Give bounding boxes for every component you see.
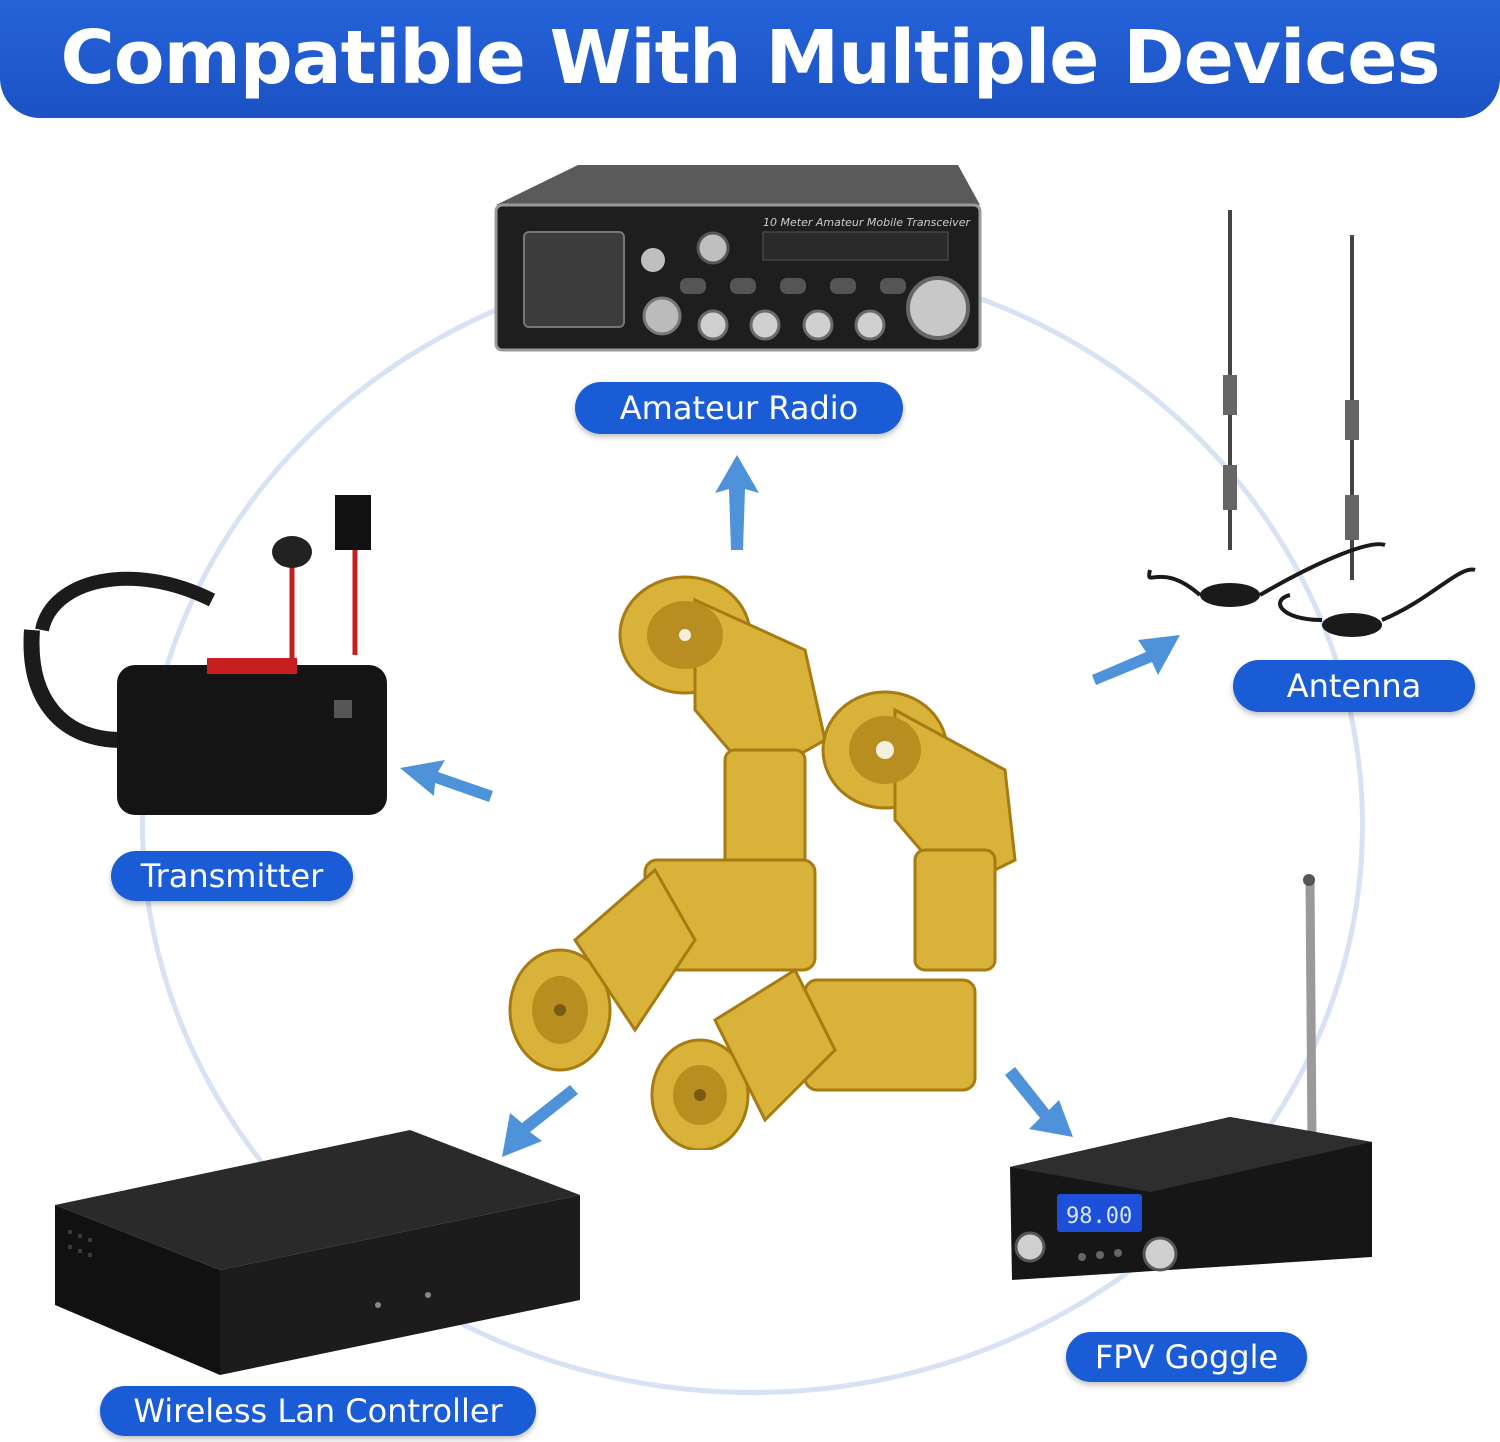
page-title: Compatible With Multiple Devices	[60, 15, 1440, 101]
arrow-down-right-icon	[1005, 1067, 1073, 1137]
antenna-image	[1147, 210, 1476, 637]
transmitter-image	[23, 495, 387, 815]
arrow-up-icon	[715, 455, 759, 550]
arrow-up-right-icon	[1092, 635, 1180, 685]
arrow-left-icon	[400, 760, 493, 802]
fpv-display-text: 98.00	[1066, 1204, 1132, 1229]
label-fpv-goggle: FPV Goggle	[1066, 1332, 1307, 1382]
radio-panel-text: 10 Meter Amateur Mobile Transceiver	[763, 216, 971, 229]
amateur-radio-image: 10 Meter Amateur Mobile Transceiver	[494, 165, 982, 352]
label-antenna: Antenna	[1233, 660, 1475, 712]
arrow-down-left-icon	[502, 1085, 578, 1157]
wireless-lan-controller-image	[55, 1130, 580, 1375]
label-amateur-radio: Amateur Radio	[575, 382, 903, 434]
label-transmitter: Transmitter	[111, 851, 353, 901]
fpv-goggle-image: 98.00	[1010, 874, 1372, 1280]
title-banner: Compatible With Multiple Devices	[0, 0, 1500, 118]
label-wireless-lan-controller: Wireless Lan Controller	[100, 1386, 536, 1436]
sma-adapters-image	[508, 575, 1017, 1150]
